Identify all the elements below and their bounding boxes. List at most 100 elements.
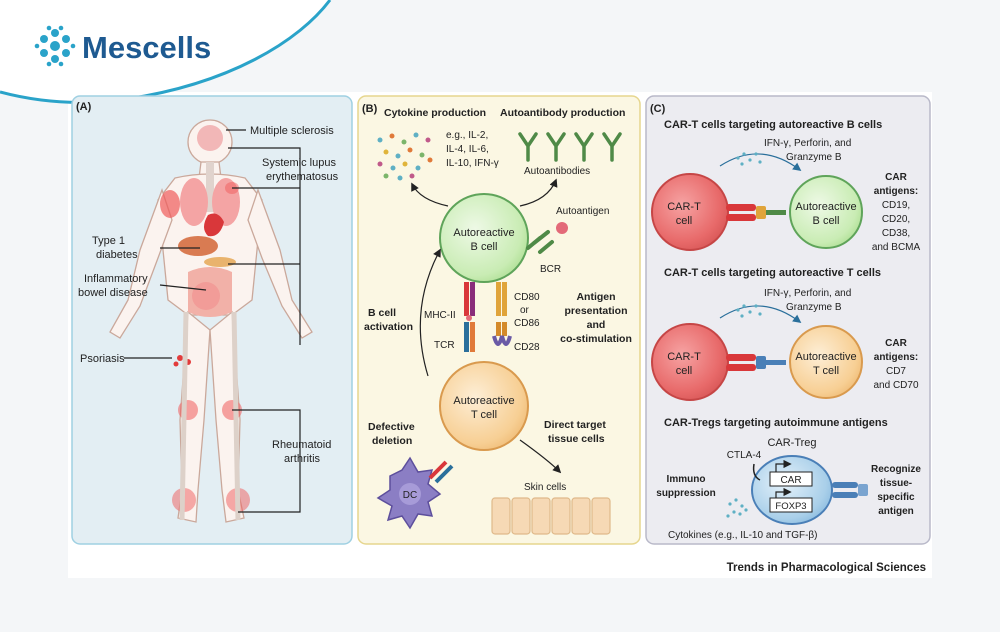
label-ra-1: Rheumatoid — [272, 439, 331, 451]
c1-antigens-4: CD20, — [882, 214, 910, 225]
journal-credit: Trends in Pharmacological Sciences — [727, 562, 926, 574]
c1-target-label-1: Autoreactive — [795, 201, 856, 213]
label-sle-1: Systemic lupus — [262, 157, 336, 169]
c3-cytokines-label: Cytokines (e.g., IL-10 and TGF-β) — [668, 530, 818, 541]
label-t1d-2: diabetes — [96, 249, 138, 261]
bcr-icon — [526, 230, 554, 254]
or-label: or — [520, 305, 530, 316]
antigen-pres-line-4: co-stimulation — [560, 333, 632, 345]
c1-effectors-2: Granzyme B — [786, 152, 842, 163]
c1-antigens: CAR antigens: CD19, CD20, CD38, and BCMA — [872, 172, 921, 253]
cd28-label: CD28 — [514, 342, 540, 353]
autoantibodies-label: Autoantibodies — [524, 166, 590, 177]
defective-label-1: Defective — [368, 421, 415, 433]
bcr-label: BCR — [540, 264, 561, 275]
mescells-logo-icon — [34, 25, 76, 67]
c3-car-gene-box — [769, 459, 813, 487]
dc-nucleus — [399, 483, 421, 505]
antigen-pres-line-1: Antigen — [576, 291, 615, 303]
c2-cart-cell — [651, 323, 729, 401]
c2-antigens-4: and CD70 — [873, 380, 918, 391]
autoreactive-t-cell — [439, 361, 529, 451]
c3-recognize-4: antigen — [878, 506, 914, 517]
c2-effector-dots — [736, 304, 762, 318]
c3-immuno-label-1: Immuno — [667, 474, 706, 485]
cytokine-production-title: Cytokine production — [384, 107, 486, 119]
c2-effector-arc — [719, 305, 802, 324]
cd80-label: CD80 — [514, 292, 540, 303]
c1-cart-label-2: cell — [676, 215, 693, 227]
panel-a — [71, 95, 353, 545]
c1-effector-arc — [719, 153, 802, 172]
label-sle-2: erythematosus — [266, 171, 339, 183]
direct-label-1: Direct target — [544, 419, 606, 431]
autoantigen-label: Autoantigen — [556, 206, 609, 217]
c3-foxp3-label: FOXP3 — [775, 501, 806, 512]
c3-treg-label: CAR-Treg — [767, 437, 816, 449]
autoantibody-production-title: Autoantibody production — [500, 107, 625, 119]
anatomy-organs — [160, 125, 250, 521]
label-multiple-sclerosis: Multiple sclerosis — [250, 125, 334, 137]
c3-foxp3-gene-box — [769, 487, 813, 513]
c2-effectors-2: Granzyme B — [786, 302, 842, 313]
b-activation-label-1: B cell — [368, 307, 396, 319]
c2-antigens: CAR antigens: CD7 and CD70 — [873, 338, 918, 391]
c1-car-receptor — [726, 204, 786, 221]
c3-ctla4-label: CTLA-4 — [727, 450, 762, 461]
c3-recognize-label: Recognize tissue- specific antigen — [871, 464, 921, 517]
panel-c-label: (C) — [650, 103, 666, 115]
c1-effector-dots — [736, 152, 762, 166]
c1-target-label-2: B cell — [813, 215, 840, 227]
label-psoriasis: Psoriasis — [80, 353, 125, 365]
c3-car-treg-cell — [751, 455, 833, 525]
skin-cells — [491, 497, 611, 535]
brand-name[interactable]: Mescells — [82, 30, 211, 65]
c2-antigens-1: CAR — [885, 338, 907, 349]
defective-label-2: deletion — [372, 435, 412, 447]
c2-antigens-3: CD7 — [886, 366, 906, 377]
antigen-pres-line-2: presentation — [564, 305, 627, 317]
b-cell-label-2: B cell — [471, 241, 498, 253]
label-ibd-2: bowel disease — [78, 287, 148, 299]
c1-effectors-1: IFN-γ, Perforin, and — [764, 138, 851, 149]
c2-car-receptor — [726, 354, 786, 371]
label-t1d-1: Type 1 — [92, 235, 125, 247]
header-wave — [0, 0, 330, 103]
direct-label-2: tissue cells — [548, 433, 605, 445]
c3-recognize-1: Recognize — [871, 464, 921, 475]
c2-target-label-2: T cell — [813, 365, 839, 377]
c3-cytokine-dots — [726, 498, 748, 518]
c2-cart-label-2: cell — [676, 365, 693, 377]
c3-car-label: CAR — [780, 475, 801, 486]
b-activation-label-2: activation — [364, 321, 413, 333]
panel-a-leader-lines — [124, 129, 301, 513]
cytokine-list-line-3: IL-10, IFN-γ — [446, 158, 499, 169]
mhc-ii-label: MHC-II — [424, 310, 456, 321]
autoantigen-icon — [556, 222, 568, 234]
t-cell-label-1: Autoreactive — [453, 395, 514, 407]
mhc-tcr-complex — [464, 282, 475, 352]
c2-antigens-2: antigens: — [874, 352, 918, 363]
c1-antigens-6: and BCMA — [872, 242, 921, 253]
label-ibd-1: Inflammatory — [84, 273, 148, 285]
b-cell-activation-arrow — [419, 248, 441, 377]
panel-a-label: (A) — [76, 101, 92, 113]
c3-recognize-2: tissue- — [880, 478, 912, 489]
c3-car-receptor — [832, 482, 868, 498]
panel-b-label: (B) — [362, 103, 378, 115]
c1-cart-label-1: CAR-T — [667, 201, 701, 213]
arrow-to-cytokines — [411, 182, 449, 207]
arrow-to-skin — [519, 439, 562, 474]
b-cell-label-1: Autoreactive — [453, 227, 514, 239]
costim-complex — [492, 282, 512, 346]
tcr-label: TCR — [434, 340, 455, 351]
cytokine-list-line-1: e.g., IL-2, — [446, 130, 488, 141]
cd86-label: CD86 — [514, 318, 540, 329]
c3-title: CAR-Tregs targeting autoimmune antigens — [664, 417, 888, 429]
panel-b — [357, 95, 641, 545]
antibody-icons — [518, 132, 622, 162]
dc-label: DC — [403, 490, 417, 501]
c3-ctla4-icon — [752, 463, 761, 481]
c1-antigens-5: CD38, — [882, 228, 910, 239]
